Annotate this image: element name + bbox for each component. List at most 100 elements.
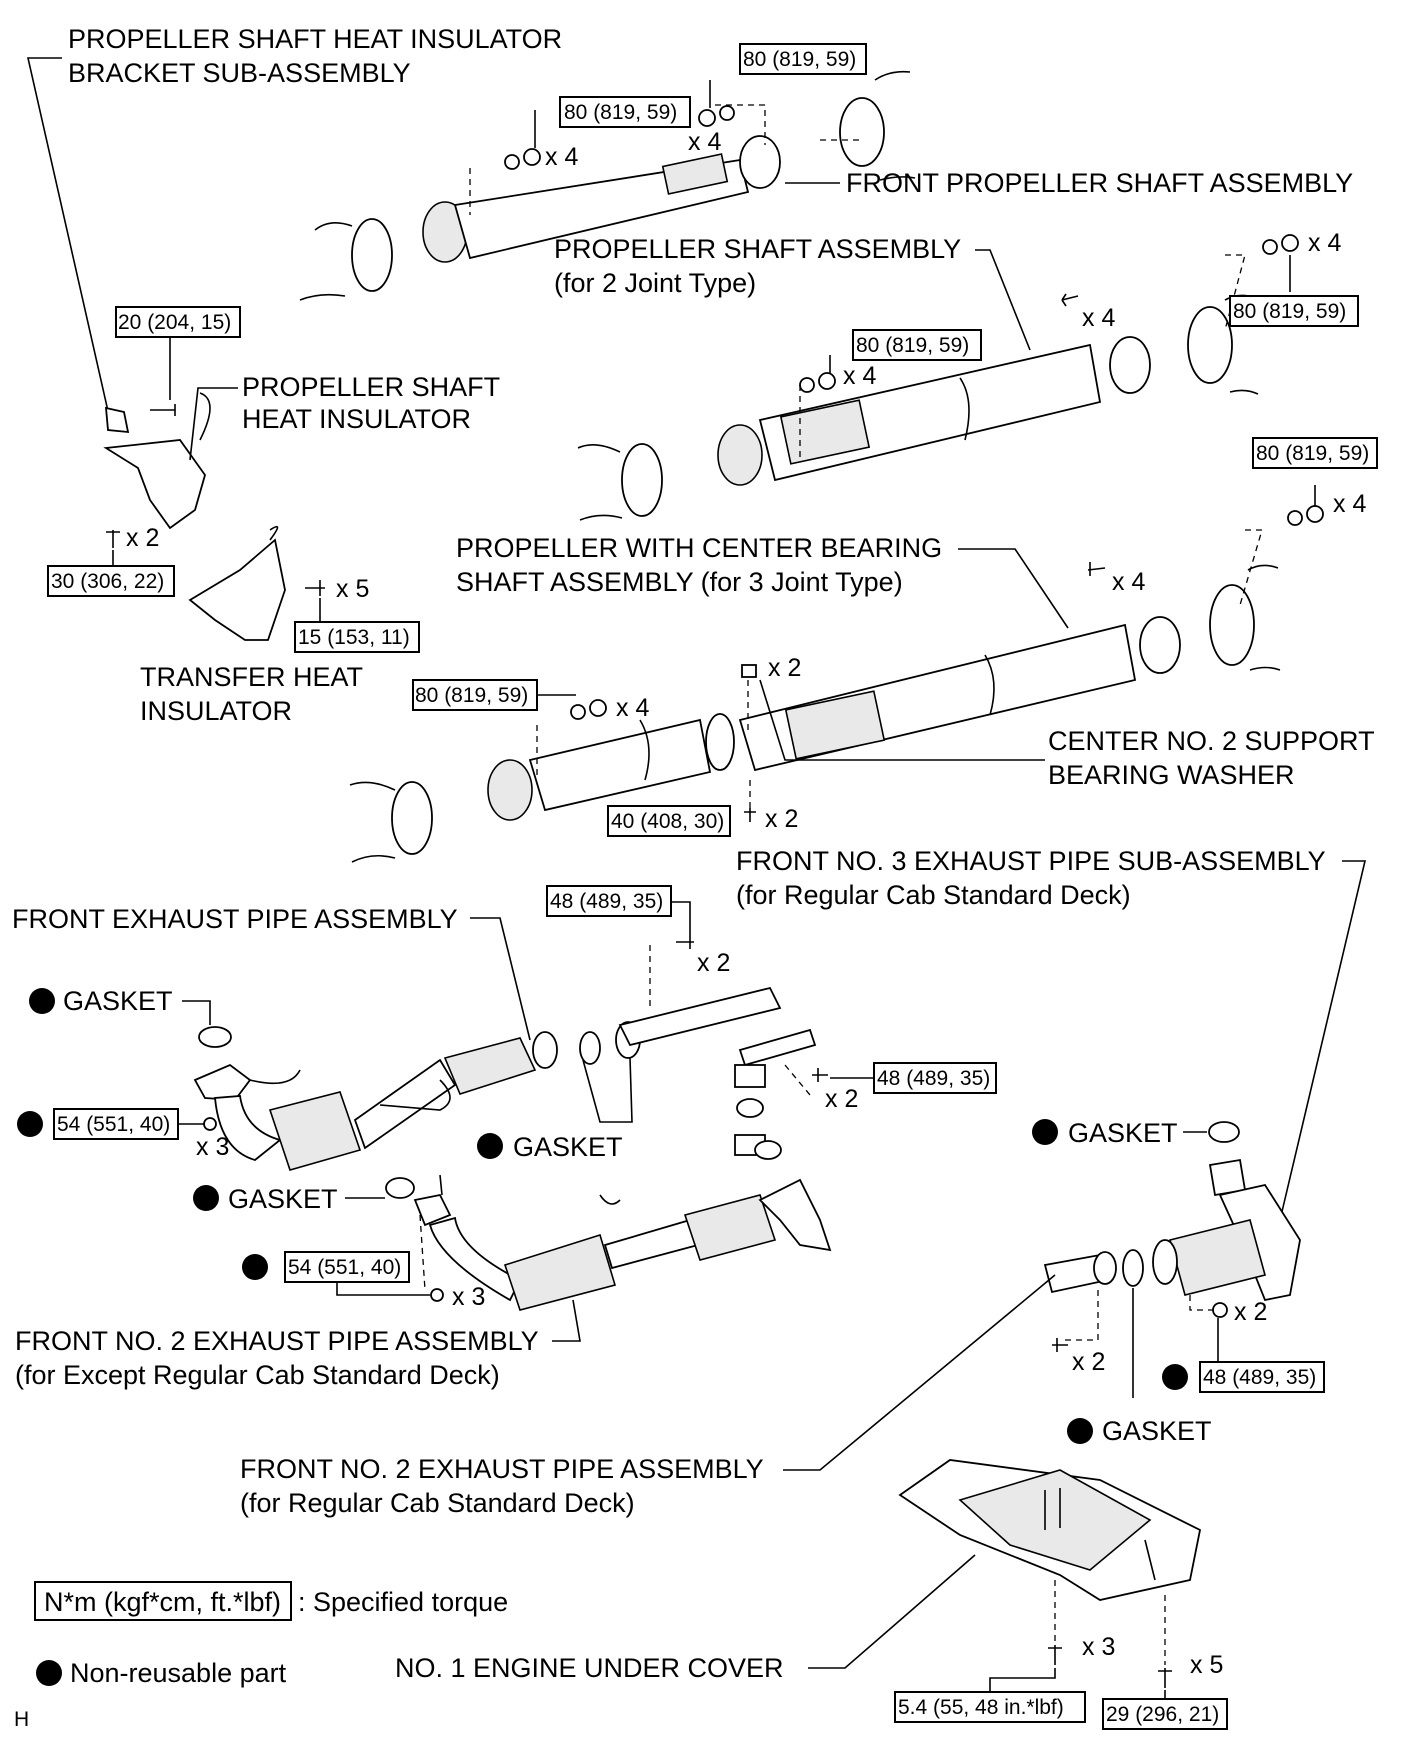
count-x2-d: x 2 <box>697 949 730 977</box>
legend-nonreusable-dot <box>36 1660 62 1686</box>
nut-icon <box>589 699 607 717</box>
label-center-washer-line1: CENTER NO. 2 SUPPORT <box>1048 726 1375 756</box>
leader-front-no2-except <box>552 1299 581 1342</box>
torque-t20: 20 (204, 15) <box>118 311 231 334</box>
count-x4-g: x 4 <box>1333 490 1366 518</box>
label-transfer-line1: TRANSFER HEAT <box>140 662 363 692</box>
washer-icon <box>504 154 520 170</box>
dash-ex-3 <box>419 1214 426 1291</box>
count-x4-a: x 4 <box>545 143 578 171</box>
dash-3j-2 <box>1239 529 1263 606</box>
washer-icon <box>570 704 586 720</box>
torque-box <box>47 565 175 597</box>
torque-t54-a: 54 (551, 40) <box>57 1113 170 1136</box>
torque-t80-a: 80 (819, 59) <box>564 101 677 124</box>
nut-icon <box>1281 234 1299 252</box>
nut-icon <box>430 1288 444 1302</box>
torque-t54b: 5.4 (55, 48 in.*lbf) <box>898 1696 1064 1719</box>
label-center-bearing-line2: SHAFT ASSEMBLY (for 3 Joint Type) <box>456 567 903 597</box>
torque-box <box>1229 295 1359 327</box>
torque-box <box>873 1062 997 1094</box>
count-x3-a: x 3 <box>196 1133 229 1161</box>
label-gasket-e: GASKET <box>1102 1416 1212 1446</box>
label-front-no3-line2: (for Regular Cab Standard Deck) <box>736 880 1131 910</box>
count-x2-b: x 2 <box>768 654 801 682</box>
torque-t80-b: 80 (819, 59) <box>743 48 856 71</box>
leader-under-cover <box>808 1554 976 1669</box>
label-front-prop-shaft: FRONT PROPELLER SHAFT ASSEMBLY <box>846 168 1353 198</box>
count-x4-d: x 4 <box>1308 229 1341 257</box>
label-bracket-line2: BRACKET SUB-ASSEMBLY <box>68 58 411 88</box>
bolt-icon <box>106 530 120 548</box>
nut-icon <box>203 1117 217 1131</box>
bolt-icon <box>1061 293 1079 307</box>
gasket-icon <box>579 1031 601 1065</box>
leader-front-exhaust <box>470 917 531 1041</box>
corner-mark: H <box>14 1708 29 1731</box>
legend-torque-unit: N*m (kgf*cm, ft.*lbf) <box>44 1587 281 1617</box>
count-x2-e: x 2 <box>825 1085 858 1113</box>
torque-t30: 30 (306, 22) <box>51 570 164 593</box>
label-gasket-b: GASKET <box>513 1132 623 1162</box>
label-gasket-d: GASKET <box>1068 1118 1178 1148</box>
front-pipe-mid <box>618 986 817 1156</box>
bolt-icon <box>744 808 756 822</box>
label-center-bearing-line1: PROPELLER WITH CENTER BEARING <box>456 533 942 563</box>
washer-icon <box>1262 239 1278 255</box>
label-center-washer-line2: BEARING WASHER <box>1048 760 1295 790</box>
count-x3-c: x 3 <box>1082 1633 1115 1661</box>
label-gasket-a: GASKET <box>63 986 173 1016</box>
bolt-icon <box>676 935 694 949</box>
torque-t29: 29 (296, 21) <box>1106 1703 1219 1726</box>
bolt-icon <box>1048 1645 1062 1665</box>
torque-t80-e: 80 (819, 59) <box>415 684 528 707</box>
torque-t48-c: 48 (489, 35) <box>1203 1366 1316 1389</box>
torque-box <box>607 805 731 837</box>
washer-icon <box>741 664 757 678</box>
torque-box <box>1199 1361 1325 1393</box>
front-no3-exhaust <box>1152 1158 1301 1302</box>
washer-icon <box>799 377 815 393</box>
label-under-cover: NO. 1 ENGINE UNDER COVER <box>395 1653 784 1683</box>
dash-ex-2 <box>784 1064 811 1096</box>
label-front-no2-except-line1: FRONT NO. 2 EXHAUST PIPE ASSEMBLY <box>15 1326 539 1356</box>
count-x5-a: x 5 <box>336 575 369 603</box>
leader-prop-2joint <box>975 249 1031 351</box>
nonreusable-dot <box>1032 1119 1058 1145</box>
nut-icon <box>818 372 836 390</box>
legend-torque-desc: : Specified torque <box>298 1587 508 1617</box>
label-front-no3-line1: FRONT NO. 3 EXHAUST PIPE SUB-ASSEMBLY <box>736 846 1326 876</box>
torque-t48-b: 48 (489, 35) <box>877 1067 990 1090</box>
label-heat-insulator-line2: HEAT INSULATOR <box>242 404 471 434</box>
torque-t48-a: 48 (489, 35) <box>550 890 663 913</box>
nonreusable-dot <box>1162 1364 1188 1390</box>
torque-box <box>284 1251 410 1283</box>
label-front-no2-regular-line1: FRONT NO. 2 EXHAUST PIPE ASSEMBLY <box>240 1454 764 1484</box>
nonreusable-dot <box>477 1133 503 1159</box>
nut-icon <box>1306 505 1324 523</box>
washer-icon <box>719 105 735 121</box>
nut-icon <box>1212 1302 1228 1318</box>
transfer-heat-insulator <box>188 525 286 641</box>
torque-t54-b: 54 (551, 40) <box>288 1256 401 1279</box>
label-front-exhaust: FRONT EXHAUST PIPE ASSEMBLY <box>12 904 458 934</box>
torque-box <box>294 621 420 653</box>
dash-front-2 <box>715 104 766 145</box>
front-propeller-shaft <box>299 70 916 301</box>
leader-front-no2-regular <box>783 1274 1056 1471</box>
leader-center-washer <box>759 679 1045 761</box>
engine-under-cover <box>898 1459 1202 1601</box>
torque-t80-d: 80 (819, 59) <box>1233 300 1346 323</box>
torque-box <box>559 96 691 128</box>
leader-t54-b <box>336 1282 430 1296</box>
front-no2-exhaust-regular <box>1043 1251 1117 1294</box>
label-heat-insulator-line1: PROPELLER SHAFT <box>242 372 500 402</box>
leader-center-bearing <box>958 548 1069 629</box>
torque-t80-f: 80 (819, 59) <box>1256 442 1369 465</box>
torque-box <box>546 885 672 917</box>
dash-ex-4 <box>1062 1290 1099 1341</box>
label-front-no2-except-line2: (for Except Regular Cab Standard Deck) <box>15 1360 500 1390</box>
front-exhaust-pipe <box>193 1031 558 1171</box>
propeller-shaft-3joint <box>349 564 1281 863</box>
